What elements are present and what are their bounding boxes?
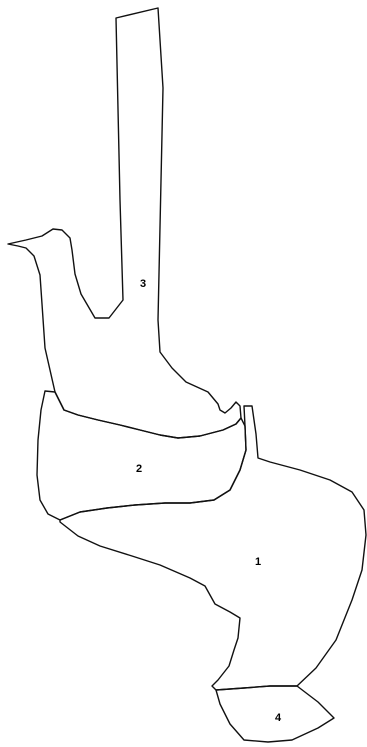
region-1-label: 1 (255, 556, 261, 568)
region-3-outline (8, 8, 241, 438)
region-1-outline (60, 406, 366, 690)
region-3-label: 3 (140, 278, 146, 290)
region-2-outline (37, 391, 246, 520)
region-4-label: 4 (275, 712, 282, 724)
region-2-label: 2 (136, 463, 142, 475)
